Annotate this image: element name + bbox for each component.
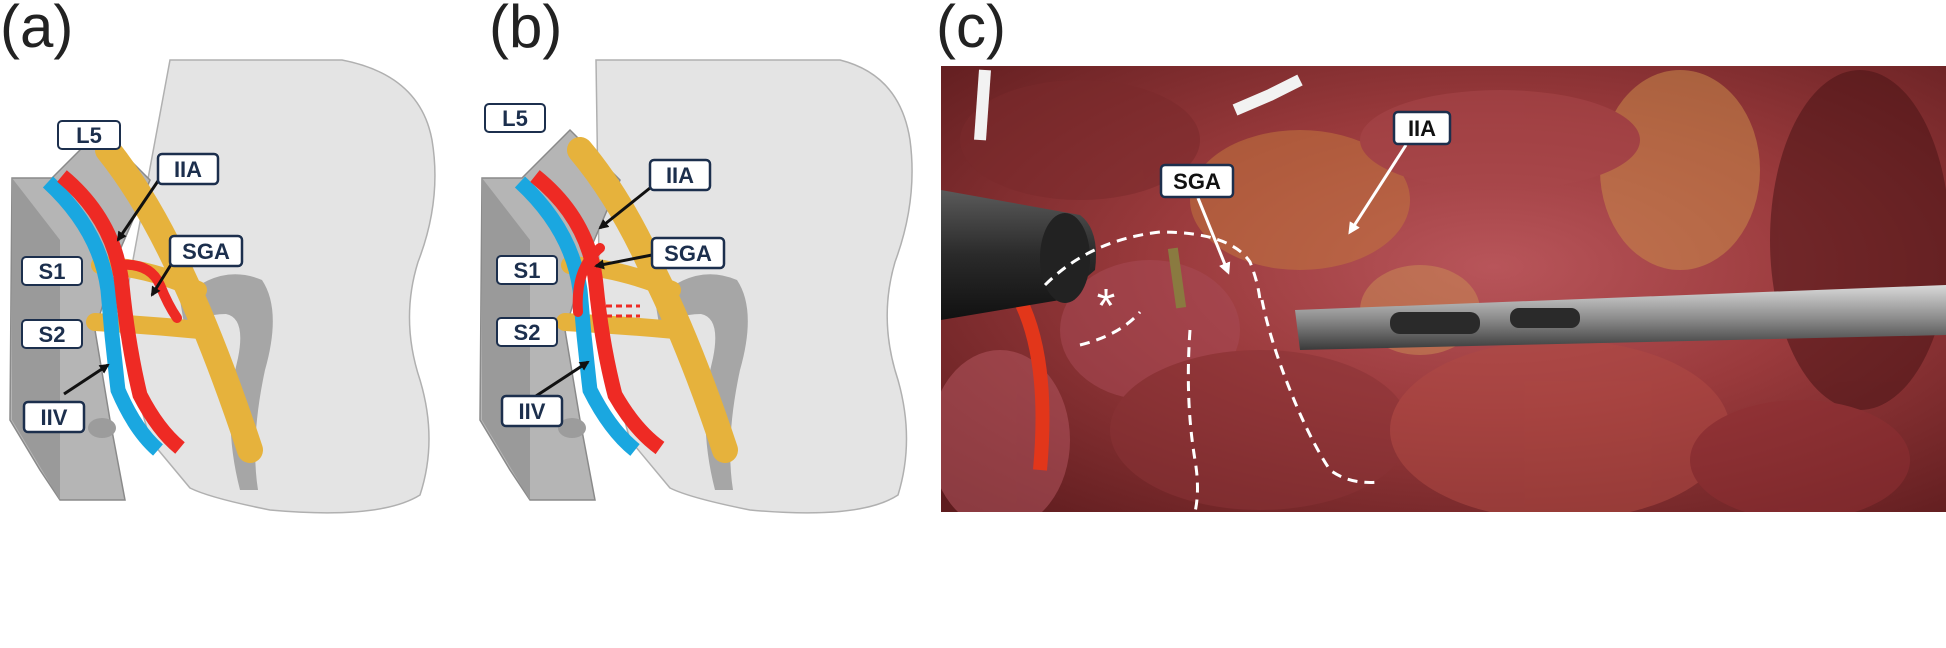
svg-text:S1: S1 bbox=[39, 259, 66, 284]
svg-text:S1: S1 bbox=[514, 258, 541, 283]
svg-text:SGA: SGA bbox=[664, 241, 712, 266]
instrument-right-slot-2 bbox=[1510, 308, 1580, 328]
panel-c-letter: (c) bbox=[936, 0, 1006, 60]
arrow-iia-b bbox=[598, 186, 651, 230]
sga-ligated-b bbox=[596, 304, 640, 318]
svg-text:S2: S2 bbox=[514, 320, 541, 345]
white-tube-1 bbox=[974, 69, 991, 141]
label-iia-a: IIA bbox=[156, 152, 220, 186]
svg-text:L5: L5 bbox=[502, 106, 528, 131]
arrow-sga-a bbox=[150, 262, 174, 297]
tissue-texture bbox=[941, 70, 1946, 512]
foramen-a bbox=[88, 418, 116, 438]
label-l5-b: L5 bbox=[484, 103, 546, 133]
arrow-iia-c bbox=[1348, 144, 1408, 235]
arrow-iiv-b bbox=[535, 360, 590, 398]
svg-text:IIV: IIV bbox=[519, 399, 546, 424]
svg-text:IIA: IIA bbox=[1408, 116, 1436, 141]
svg-text:IIA: IIA bbox=[666, 163, 694, 188]
label-sga-b: SGA bbox=[650, 236, 726, 270]
label-iia-c: IIA bbox=[1392, 110, 1452, 146]
label-s1-b: S1 bbox=[496, 255, 558, 285]
iiv-vessel-a bbox=[42, 176, 164, 456]
label-sga-a: SGA bbox=[168, 234, 244, 268]
arrow-iia-a bbox=[116, 180, 160, 242]
panel-c-surgical-photo: * SGA IIA bbox=[941, 66, 1946, 512]
panel-a-letter: (a) bbox=[0, 0, 74, 60]
label-l5-a: L5 bbox=[57, 120, 121, 150]
white-tube-2 bbox=[1232, 74, 1303, 116]
instrument-right-slot-1 bbox=[1390, 312, 1480, 334]
svg-text:S2: S2 bbox=[39, 322, 66, 347]
svg-text:IIA: IIA bbox=[174, 157, 202, 182]
label-s2-a: S2 bbox=[21, 319, 83, 349]
panel-b-letter: (b) bbox=[489, 0, 563, 60]
orange-tube bbox=[1013, 296, 1050, 471]
label-s1-a: S1 bbox=[21, 256, 83, 286]
label-iia-b: IIA bbox=[648, 158, 712, 192]
sga-stump-b bbox=[572, 243, 605, 317]
foramen-b bbox=[558, 418, 586, 438]
dashed-outline-right bbox=[1260, 299, 1381, 484]
label-s2-b: S2 bbox=[496, 317, 558, 347]
panel-a-illustration: L5 IIA SGA S1 S2 IIV bbox=[9, 59, 436, 514]
svg-text:SGA: SGA bbox=[1173, 169, 1221, 194]
arrow-sga-b bbox=[594, 253, 653, 270]
label-sga-c: SGA bbox=[1159, 163, 1235, 199]
label-iiv-b: IIV bbox=[500, 394, 564, 428]
iiv-vessel-b bbox=[514, 176, 640, 456]
dashed-outline-upper bbox=[1043, 230, 1262, 301]
panel-b-illustration: L5 IIA SGA S1 S2 IIV bbox=[479, 59, 913, 514]
surgical-clip bbox=[1167, 247, 1187, 309]
dashed-outline-asterisk bbox=[1079, 311, 1142, 347]
svg-text:IIV: IIV bbox=[41, 405, 68, 430]
svg-text:L5: L5 bbox=[76, 123, 102, 148]
instrument-left-tip bbox=[1040, 213, 1090, 303]
iia-vessel-b bbox=[530, 170, 665, 455]
arrow-sga-c bbox=[1196, 197, 1231, 275]
iia-vessel-a bbox=[57, 170, 185, 454]
dashed-outline-center bbox=[1186, 329, 1199, 512]
arrow-iiv-a bbox=[63, 363, 110, 396]
label-iiv-a: IIV bbox=[22, 400, 86, 434]
svg-text:SGA: SGA bbox=[182, 239, 230, 264]
asterisk-marker: * bbox=[1097, 280, 1116, 333]
